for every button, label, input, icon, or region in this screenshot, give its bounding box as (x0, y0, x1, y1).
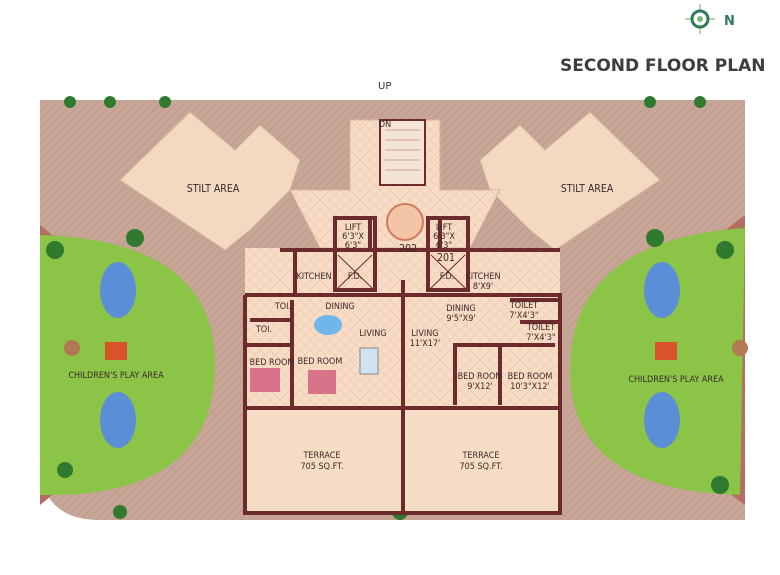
f201-terrace-area: 705 SQ.FT. (459, 462, 502, 472)
play-area-left-label: CHILDREN'S PLAY AREA (68, 371, 164, 381)
garden-left-lawn (40, 235, 215, 495)
f201-bedroom-1: BED ROOM (458, 372, 503, 382)
f201-toilet-1-size: 7'X4'3" (509, 311, 538, 321)
f201-bedroom-1-size: 9'X12' (467, 382, 492, 392)
bed-1 (250, 368, 280, 392)
f201-living: LIVING (411, 329, 438, 339)
sofa-set (359, 347, 379, 375)
lift-right-size-1: 6'3"X (433, 232, 455, 242)
f202-terrace: TERRACE (302, 451, 340, 461)
stair-label: DN (379, 120, 391, 130)
f201-toilet-2: TOILET (526, 323, 555, 333)
up-label: UP (378, 81, 391, 92)
f202-living: LIVING (359, 329, 386, 339)
bed-2 (308, 370, 336, 394)
stilt-area-left-label: STILT AREA (187, 183, 240, 195)
lift-right-label: LIFT (436, 223, 452, 233)
f201-toilet-1: TOILET (509, 301, 538, 311)
f201-kitchen: KITCHEN (465, 272, 500, 282)
f202-kitchen: KITCHEN (296, 272, 331, 282)
plan-title: SECOND FLOOR PLAN (560, 56, 765, 76)
staircase (379, 119, 426, 186)
f201-living-size: 11'X17' (410, 339, 441, 349)
f201-dining-size: 9'5"X9' (446, 314, 475, 324)
f202-toilet-2: TOI. (255, 325, 272, 335)
fd-right: F.D. (440, 272, 455, 282)
f201-terrace: TERRACE (461, 451, 499, 461)
walls (243, 216, 562, 515)
f202-dining: DINING (325, 302, 354, 312)
f201-dining: DINING (446, 304, 475, 314)
play-area-right-label: CHILDREN'S PLAY AREA (628, 375, 724, 385)
stilt-area-left (119, 111, 301, 251)
flat-number-202: 202 (399, 243, 417, 255)
f201-bedroom-2: BED ROOM (508, 372, 553, 382)
f202-terrace-area: 705 SQ.FT. (300, 462, 343, 472)
north-label: N (724, 14, 735, 29)
flat-number-201: 201 (437, 252, 455, 264)
dining-table (314, 315, 342, 335)
f202-bedroom-1: BED ROOM (250, 358, 295, 368)
lift-left-size-2: 6'3" (345, 241, 361, 251)
lobby-medallion (386, 203, 424, 241)
f202-toilet-1: TOI. (274, 302, 291, 312)
play-equipment (64, 262, 748, 448)
compass-icon (685, 4, 715, 34)
f201-kitchen-size: 8'X9' (473, 282, 493, 292)
f201-bedroom-2-size: 10'3"X12' (510, 382, 549, 392)
lift-right-size-2: 6'3" (436, 241, 452, 251)
lift-left-label: LIFT (345, 223, 361, 233)
fd-left: F.D. (348, 272, 363, 282)
fd-cross (337, 254, 466, 289)
lift-left-size-1: 6'3"X (342, 232, 364, 242)
f202-bedroom-2: BED ROOM (298, 357, 343, 367)
garden-right-lawn (570, 228, 745, 495)
stilt-area-right (479, 111, 661, 251)
f201-toilet-2-size: 7'X4'3" (526, 333, 555, 343)
stilt-area-right-label: STILT AREA (561, 183, 614, 195)
